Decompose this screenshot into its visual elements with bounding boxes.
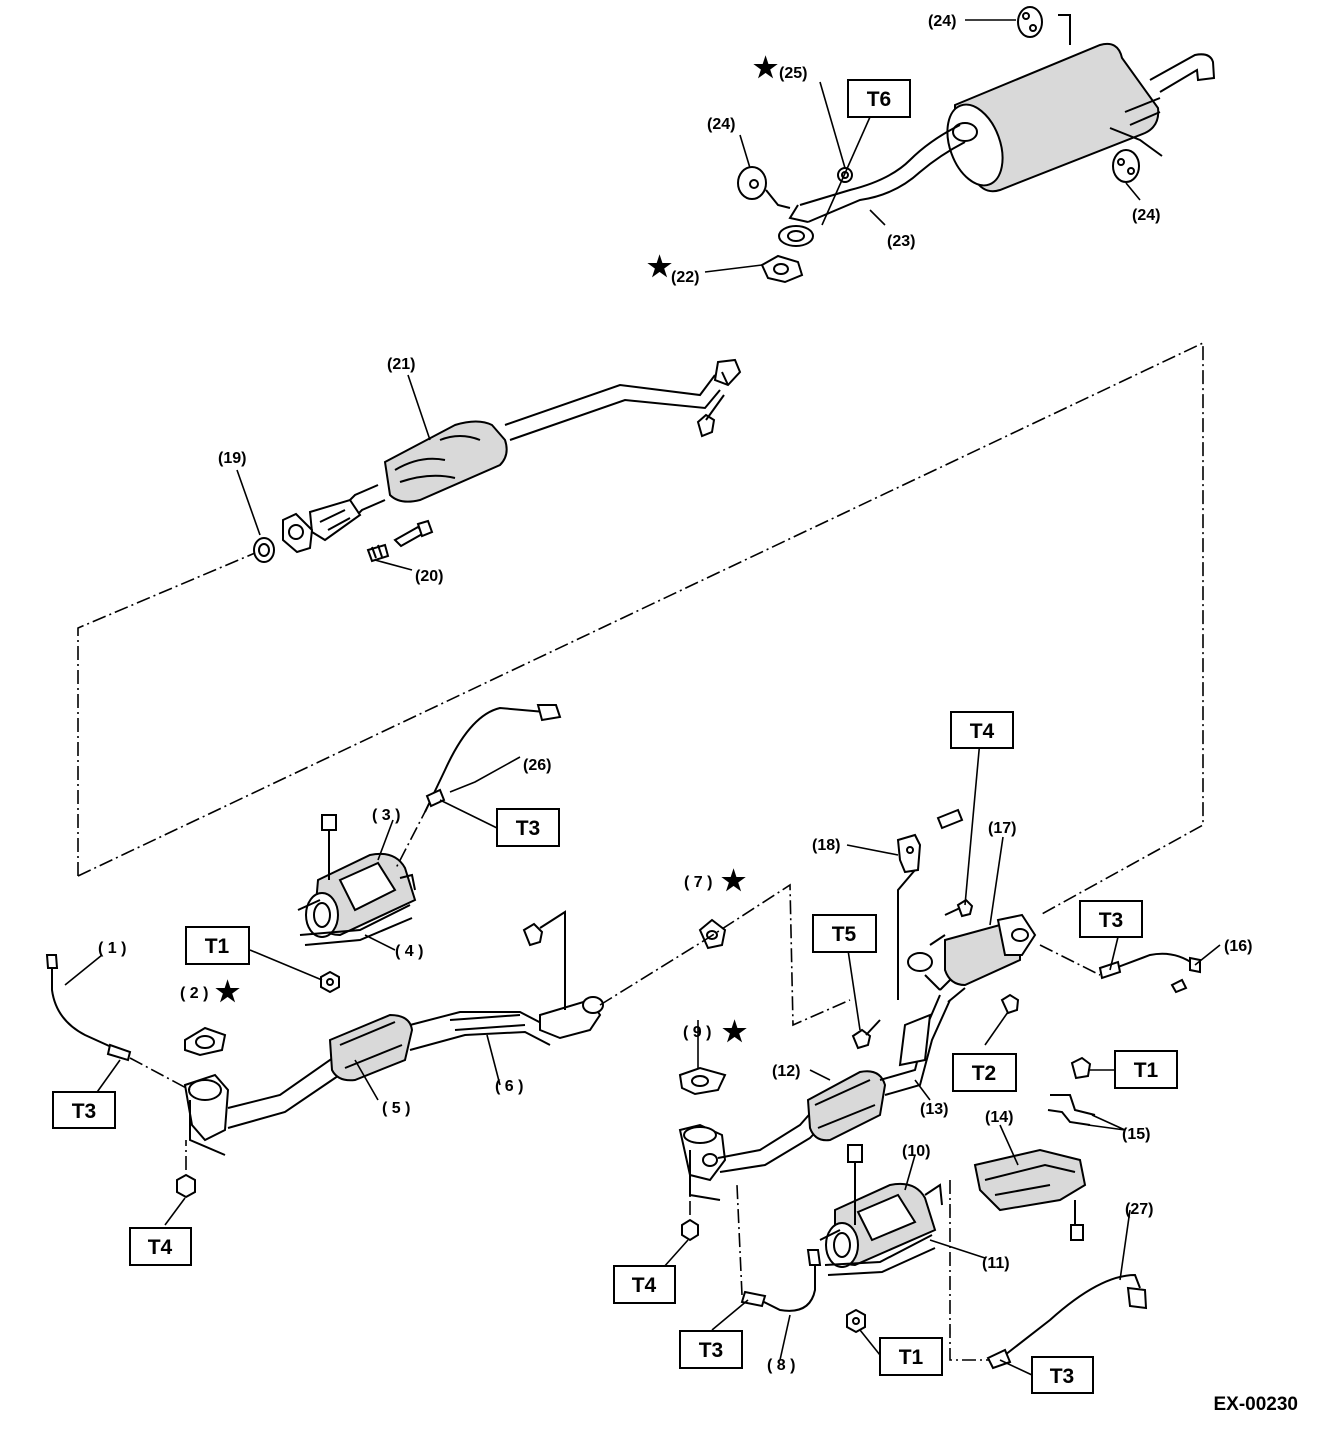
gasket-19 bbox=[253, 537, 275, 563]
bolt-3-vertical bbox=[321, 814, 337, 880]
callout-19: (19) bbox=[218, 450, 246, 467]
front-exhaust-pipe-left bbox=[183, 996, 604, 1156]
tag-t6: T6 bbox=[867, 88, 892, 111]
callout-26: (26) bbox=[523, 757, 551, 774]
callout-16: (16) bbox=[1224, 938, 1252, 955]
nut-t2 bbox=[1000, 993, 1020, 1015]
tag-t2: T2 bbox=[972, 1062, 997, 1085]
gasket-2 bbox=[184, 1026, 227, 1057]
tag-t4-top: T4 bbox=[970, 720, 995, 743]
callout-27: (27) bbox=[1125, 1201, 1153, 1218]
callout-1: ( 1 ) bbox=[98, 940, 126, 957]
star-icon-22: ★ bbox=[647, 251, 672, 282]
nut-t4-right bbox=[681, 1195, 699, 1242]
callout-7: ( 7 ) bbox=[684, 874, 712, 891]
callout-15: (15) bbox=[1122, 1126, 1150, 1143]
rubber-hanger-24-right bbox=[1112, 149, 1140, 183]
callout-6: ( 6 ) bbox=[495, 1078, 523, 1095]
callout-23: (23) bbox=[887, 233, 915, 250]
oxygen-sensor-8 bbox=[736, 1184, 822, 1312]
rubber-hanger-24-top bbox=[1017, 6, 1043, 38]
callout-5: ( 5 ) bbox=[382, 1100, 410, 1117]
callout-14: (14) bbox=[985, 1109, 1013, 1126]
nut-t4-top bbox=[944, 898, 974, 918]
tag-t3-sensor26: T3 bbox=[516, 817, 541, 840]
nut-t1-bottom bbox=[846, 1308, 866, 1334]
gasket-22 bbox=[760, 254, 804, 284]
callout-18: (18) bbox=[812, 837, 840, 854]
tag-t4-left: T4 bbox=[148, 1236, 173, 1259]
nut-t4-left bbox=[176, 1140, 196, 1199]
nut-t1-left bbox=[320, 970, 340, 994]
callout-21: (21) bbox=[387, 356, 415, 373]
oxygen-sensor-26 bbox=[394, 704, 562, 871]
leader-lines bbox=[64, 19, 1221, 1376]
callout-9: ( 9 ) bbox=[683, 1024, 711, 1041]
star-icon-25: ★ bbox=[753, 52, 778, 83]
oxygen-sensor-1 bbox=[45, 954, 191, 1091]
replacement-stars: ★ ★ ★ ★ ★ bbox=[215, 52, 778, 1047]
tag-t3-sensor16: T3 bbox=[1099, 909, 1124, 932]
callout-13: (13) bbox=[920, 1101, 948, 1118]
bolt-rear-flange bbox=[696, 394, 725, 438]
callout-2: ( 2 ) bbox=[180, 985, 208, 1002]
callout-24-right: (24) bbox=[1132, 207, 1160, 224]
tag-t1-right: T1 bbox=[1134, 1059, 1159, 1082]
flange-rear bbox=[778, 225, 814, 247]
tag-t3-sensor8: T3 bbox=[699, 1339, 724, 1362]
callout-labels: ( 1 ) ( 2 ) ( 3 ) ( 4 ) ( 5 ) ( 6 ) ( 7 … bbox=[98, 13, 1252, 1374]
callout-12: (12) bbox=[772, 1063, 800, 1080]
center-exhaust-pipe-21 bbox=[282, 358, 742, 554]
callout-24-top: (24) bbox=[928, 13, 956, 30]
tag-t1-left: T1 bbox=[205, 935, 230, 958]
tag-t1-bottom: T1 bbox=[899, 1346, 924, 1369]
gasket-7 bbox=[599, 883, 851, 1027]
callout-25: (25) bbox=[779, 65, 807, 82]
callout-10: (10) bbox=[902, 1143, 930, 1160]
callout-11: (11) bbox=[982, 1255, 1010, 1272]
bracket-15 bbox=[1047, 1056, 1096, 1126]
star-icon-9: ★ bbox=[722, 1016, 747, 1047]
callout-4: ( 4 ) bbox=[395, 943, 423, 960]
callout-24-left: (24) bbox=[707, 116, 735, 133]
oxygen-sensor-27 bbox=[949, 1180, 1148, 1370]
heat-shield-14 bbox=[973, 1148, 1087, 1241]
callout-8: ( 8 ) bbox=[767, 1357, 795, 1374]
spring-bolt-20 bbox=[366, 519, 434, 563]
tag-t3-sensor1: T3 bbox=[72, 1100, 97, 1123]
bolt-6-joint bbox=[522, 910, 566, 1010]
callout-20: (20) bbox=[415, 568, 443, 585]
torque-tags: T6 T4 T3 T1 T5 T3 T2 T1 T3 T4 T4 T3 T1 T… bbox=[52, 79, 1178, 1394]
tag-t5: T5 bbox=[832, 923, 857, 946]
bolt-t5 bbox=[851, 1019, 881, 1050]
bolt-10-vertical bbox=[847, 1144, 863, 1225]
callout-3: ( 3 ) bbox=[372, 807, 400, 824]
tag-t4-right: T4 bbox=[632, 1274, 657, 1297]
gasket-9 bbox=[678, 1066, 727, 1096]
alignment-frame bbox=[77, 341, 1204, 916]
star-icon-7: ★ bbox=[721, 865, 746, 896]
bracket-18 bbox=[896, 808, 964, 1000]
star-icon-2: ★ bbox=[215, 976, 240, 1007]
oxygen-sensor-16 bbox=[1039, 944, 1201, 994]
front-catalytic-converter-10 bbox=[819, 1182, 943, 1276]
figure-code: EX-00230 bbox=[1213, 1394, 1298, 1415]
front-exhaust-pipe-right bbox=[678, 913, 1037, 1201]
tag-t3-sensor27: T3 bbox=[1050, 1365, 1075, 1388]
callout-17: (17) bbox=[988, 820, 1016, 837]
front-catalytic-converter-3 bbox=[297, 852, 417, 946]
callout-22: (22) bbox=[671, 269, 699, 286]
rubber-hanger-24-left bbox=[737, 166, 791, 209]
rear-muffler-assembly bbox=[788, 14, 1216, 223]
